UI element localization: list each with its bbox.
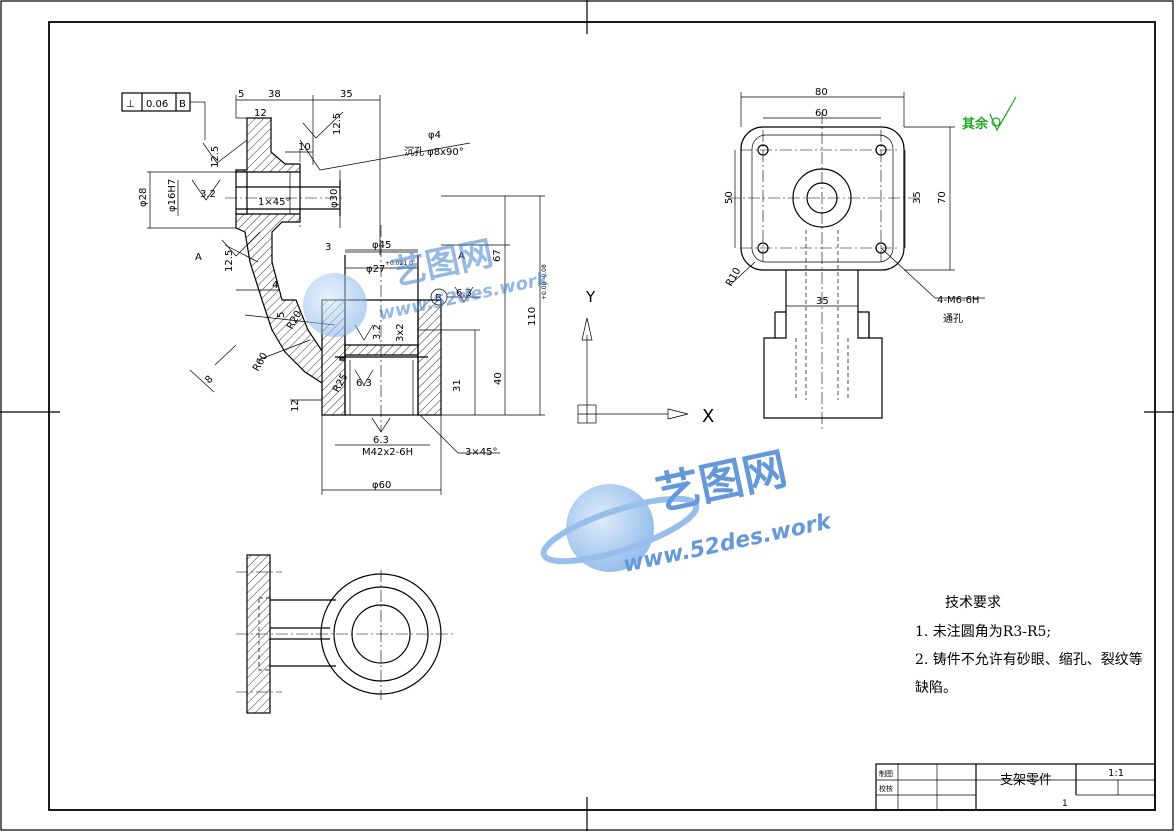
dim-50: 50	[724, 191, 735, 204]
dim-35-top: 35	[340, 89, 353, 100]
ra-12-5-b: 12.5	[332, 113, 343, 135]
datum-b-label: B	[435, 293, 442, 304]
dim-110: 110	[527, 307, 538, 326]
title-block: 制图 校核 支架零件 1:1 1	[875, 763, 1156, 811]
dim-phi45: φ45	[372, 240, 391, 251]
ra-12-5-a: 12.5	[210, 146, 221, 168]
dim-4: 4	[272, 280, 278, 291]
title-part-name: 支架零件	[1000, 773, 1052, 788]
axis-y-label: Y	[585, 288, 596, 306]
dim-phi60: φ60	[372, 480, 391, 491]
datum-a-right: A	[458, 251, 465, 262]
title-sheet: 1	[1062, 799, 1068, 809]
dim-60: 60	[815, 108, 828, 119]
title-scale: 1:1	[1108, 768, 1124, 779]
dim-35-right: 35	[912, 191, 923, 204]
section-view-labels: ⊥ 0.06 B 5 12 38 35 10 φ4 沉孔 φ8x90° φ28 …	[126, 89, 548, 491]
dim-31: 31	[452, 379, 463, 392]
dim-phi16: φ16H7	[167, 179, 178, 212]
dim-thread: M42x2-6H	[362, 447, 413, 458]
bottom-view	[236, 554, 455, 714]
tech-requirements: 技术要求 1. 未注圆角为R3-R5; 2. 铸件不允许有砂眼、缩孔、裂纹等 缺…	[915, 595, 1143, 696]
watermark-large-cn: 艺图网	[652, 443, 792, 520]
tech-item-2: 2. 铸件不允许有砂眼、缩孔、裂纹等	[915, 651, 1143, 668]
roughness-symbols	[191, 111, 474, 433]
tolerance-value: 0.06	[146, 99, 168, 110]
dim-phi27: φ27	[366, 264, 385, 275]
dim-5: 5	[238, 89, 244, 100]
dim-80: 80	[815, 87, 828, 98]
watermark-large: 艺图网 www.52des.work	[540, 443, 835, 578]
tech-title: 技术要求	[945, 595, 1001, 611]
surface-roughness-icon	[989, 96, 1017, 132]
axis-x-label: X	[702, 406, 714, 427]
dim-5b: 5	[276, 312, 287, 318]
ra-6-3-a: 6.3	[456, 288, 472, 299]
tech-item-3: 缺陷。	[915, 680, 957, 696]
dim-countersink: 沉孔 φ8x90°	[404, 145, 464, 158]
dim-r60: R60	[251, 351, 270, 374]
axes-marker: X Y	[577, 288, 714, 427]
dim-phi28: φ28	[138, 188, 149, 207]
dim-holes: 4-M6-6H	[937, 295, 979, 306]
tech-item-1: 1. 未注圆角为R3-R5;	[915, 624, 1051, 640]
tolerance-symbol: ⊥	[126, 99, 135, 110]
right-view	[728, 92, 985, 430]
ra-3-2-b: 3.2	[372, 324, 383, 340]
dim-phi30: φ30	[329, 189, 340, 208]
surface-note: 其余	[962, 116, 989, 132]
dim-through: 通孔	[943, 313, 963, 325]
ra-6-3-b: 6.3	[356, 378, 372, 389]
section-dimension-lines	[147, 95, 545, 495]
dim-phi27-tol: +0.021 0	[385, 260, 413, 267]
dim-r10: R10	[724, 266, 743, 289]
dim-chamfer-1: 1×45°	[258, 197, 290, 208]
dim-67: 67	[492, 249, 503, 262]
title-drawn-label: 制图	[879, 769, 893, 778]
ra-6-3-c: 6.3	[373, 435, 389, 446]
dim-3x45: 3×45°	[465, 447, 497, 458]
right-view-labels: 80 60 50 35 70 R10 35 4-M6-6H 通孔 其余	[724, 87, 1017, 325]
dim-3: 3	[325, 242, 331, 253]
dim-12: 12	[254, 108, 267, 119]
dim-35-bottom: 35	[816, 296, 829, 307]
dim-12b: 12	[290, 399, 301, 412]
dim-70: 70	[937, 191, 948, 204]
dim-10: 10	[298, 142, 311, 153]
title-checked-label: 校核	[879, 784, 893, 793]
ra-12-5-c: 12.5	[224, 250, 235, 272]
datum-a-left: A	[195, 252, 202, 263]
tolerance-datum: B	[179, 99, 186, 110]
dim-3x2: 3x2	[395, 323, 406, 342]
dim-40: 40	[493, 372, 504, 385]
dim-110-tol: +0.08 -0.08	[541, 264, 548, 300]
dim-phi4: φ4	[428, 130, 441, 141]
tolerance-frame	[121, 92, 480, 306]
ra-3-2-a: 3.2	[200, 189, 216, 200]
dim-38: 38	[268, 89, 281, 100]
